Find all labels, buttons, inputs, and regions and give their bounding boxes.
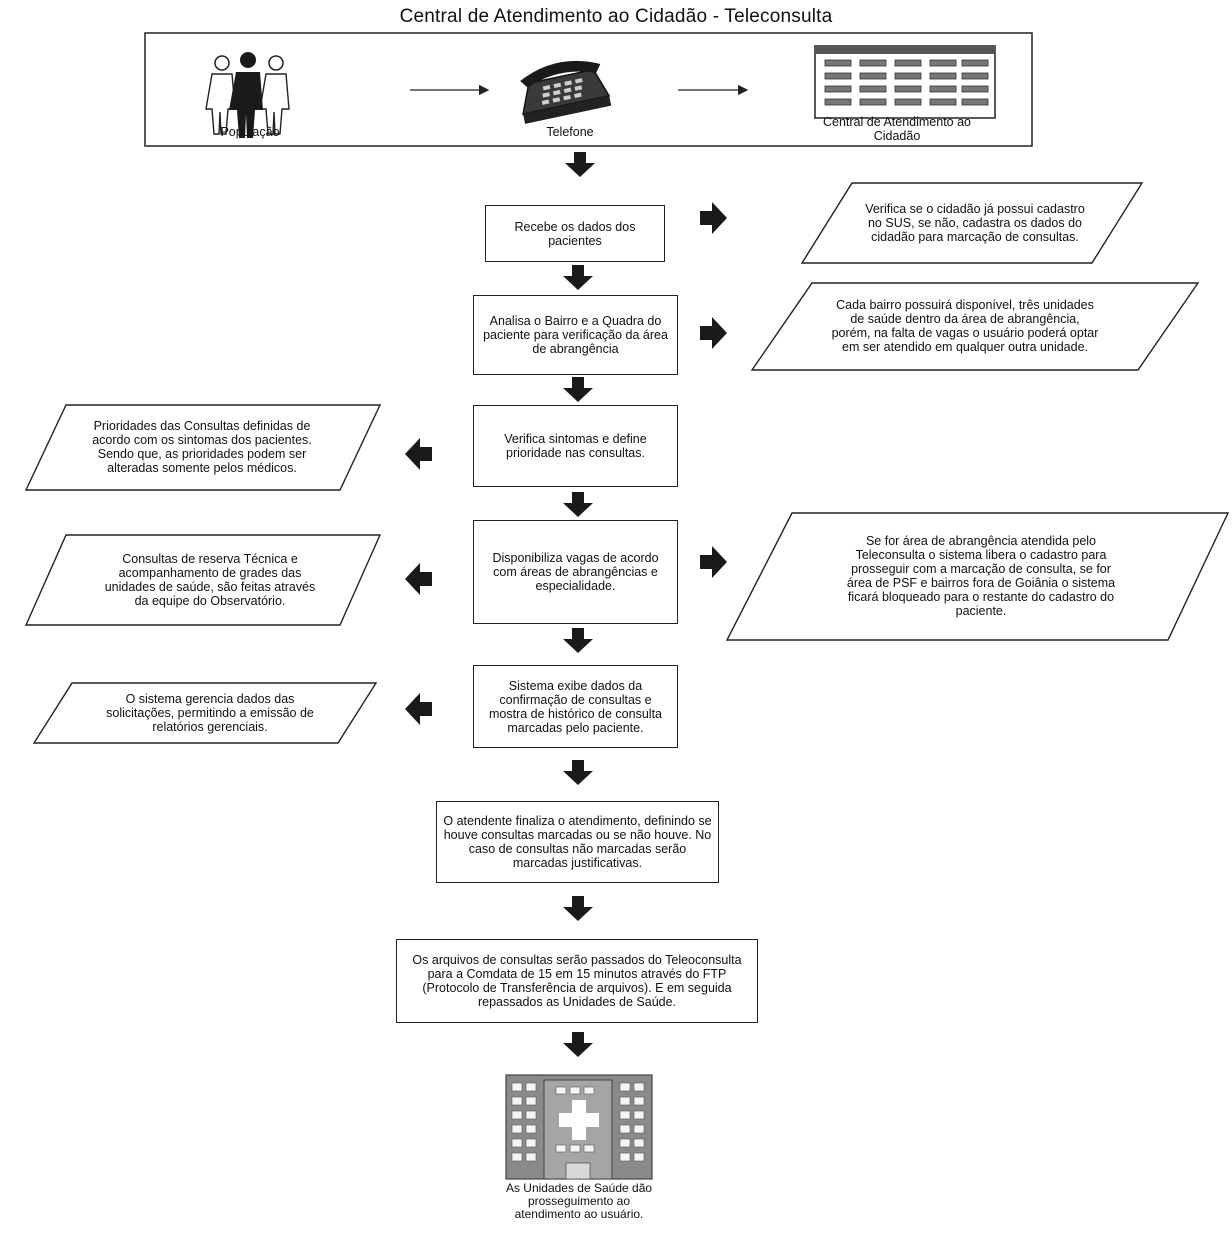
step-available-slots: Disponibiliza vagas de acordo com áreas … [473, 520, 678, 624]
note-right-shape [750, 282, 1200, 371]
arrow-down-icon [563, 265, 593, 290]
arrow-left-icon [405, 693, 432, 725]
step-transfer-files: Os arquivos de consultas serão passados … [396, 939, 758, 1023]
arrow-right-icon [700, 317, 727, 349]
building-icon [814, 45, 996, 119]
telefone-label: Telefone [546, 125, 594, 139]
arrow-down-icon [563, 377, 593, 402]
populacao-label: População [220, 125, 280, 139]
people-icon [205, 52, 290, 138]
note-prioridades: Prioridades das Consultas definidas de a… [92, 419, 312, 475]
arrow-left-icon [405, 438, 432, 470]
arrow-down-icon [563, 760, 593, 785]
step-analyze-area: Analisa o Bairro e a Quadra do paciente … [473, 295, 678, 375]
note-sus-cadastro: Verifica se o cidadão já possui cadastro… [865, 202, 1085, 244]
header-frame [144, 32, 1033, 147]
central-label: Central de Atendimento ao Cidadão [822, 115, 972, 143]
arrow-left-icon [405, 563, 432, 595]
note-reserva-tecnica: Consultas de reserva Técnica e acompanha… [104, 552, 316, 608]
arrow-down-icon [565, 152, 595, 177]
step-system-shows: Sistema exibe dados da confirmação de co… [473, 665, 678, 748]
note-relatorios: O sistema gerencia dados das solicitaçõe… [106, 692, 314, 734]
step-finalize: O atendente finaliza o atendimento, defi… [436, 801, 719, 883]
note-right-shape [725, 512, 1230, 641]
telephone-icon [520, 60, 612, 124]
note-left-shape [32, 682, 378, 744]
hospital-icon [505, 1074, 653, 1180]
note-left-shape [24, 404, 382, 491]
step-receive-data: Recebe os dados dos pacientes [485, 205, 665, 262]
arrow-right-icon [700, 202, 727, 234]
arrow-down-icon [563, 896, 593, 921]
arrow-right-icon [700, 546, 727, 578]
step-check-symptoms: Verifica sintomas e define prioridade na… [473, 405, 678, 487]
arrow-down-icon [563, 1032, 593, 1057]
arrow-down-icon [563, 628, 593, 653]
note-bairro-unidades: Cada bairro possuirá disponível, três un… [831, 298, 1099, 354]
note-abrangencia: Se for área de abrangência atendida pelo… [846, 534, 1116, 618]
arrow-down-icon [563, 492, 593, 517]
note-left-shape [24, 534, 382, 626]
note-right-shape [800, 182, 1144, 264]
diagram-title: Central de Atendimento ao Cidadão - Tele… [399, 6, 833, 27]
final-label: As Unidades de Saúde dão prosseguimento … [505, 1181, 653, 1221]
